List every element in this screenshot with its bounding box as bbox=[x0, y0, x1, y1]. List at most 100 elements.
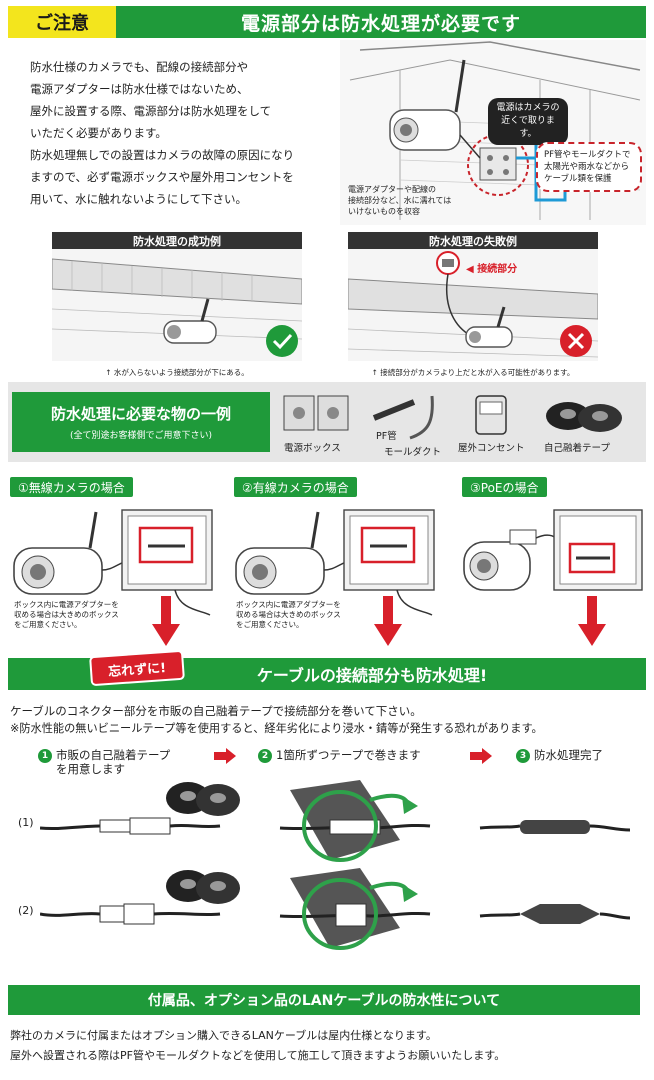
row-2-illustration bbox=[39, 858, 640, 958]
power-box-icon bbox=[283, 395, 349, 431]
item-label: 屋外コンセント bbox=[458, 443, 525, 454]
arrow-left-icon: ◀ bbox=[466, 264, 474, 275]
connector-highlight bbox=[436, 251, 460, 275]
outlet-icon bbox=[475, 395, 507, 435]
item-pf-pipe-duct: PF管 モールダクト bbox=[370, 392, 460, 458]
camera-icon bbox=[465, 306, 513, 348]
step-text: 防水処理完了 bbox=[534, 748, 603, 762]
item-power-box: 電源ボックス bbox=[280, 388, 360, 458]
house-illustration: 電源はカメラの 近くで取ります。 PF管やモールダクトで 太陽光や雨水などから … bbox=[340, 40, 646, 225]
step-3: 3 防水処理完了 bbox=[516, 748, 603, 763]
required-items-subtitle: (全て別途お客様側でご用意下さい) bbox=[69, 431, 213, 441]
lan-section-bar: 付属品、オプション品のLANケーブルの防水性について bbox=[8, 985, 640, 1015]
step-text: 1箇所ずつテープで巻きます bbox=[276, 748, 421, 762]
intro-line: 電源アダプターは防水仕様ではないため、 bbox=[30, 82, 249, 96]
required-items-title: 防水処理に必要な物の一例 bbox=[50, 405, 231, 423]
arrow-down-icon bbox=[578, 596, 606, 646]
intro-line: 防水仕様のカメラでも、配線の接続部分や bbox=[30, 60, 249, 74]
note-line: ボックス内に電源アダプターを bbox=[236, 600, 341, 609]
tape-roll-icon bbox=[546, 402, 622, 432]
note-line: 電源アダプターや配線の bbox=[348, 185, 436, 194]
case-poe-title: ③PoEの場合 bbox=[462, 477, 547, 497]
failure-panel: 防水処理の失敗例 ◀ 接続部分 ↑ 接続部分がカメラより上だと水が入る可能性があ… bbox=[347, 232, 599, 377]
intro-line: 防水処理無しでの設置はカメラの故障の原因になり bbox=[30, 148, 295, 162]
item-label: 電源ボックス bbox=[284, 443, 341, 454]
row-1-illustration bbox=[39, 770, 640, 870]
intro-line: いただく必要があります。 bbox=[30, 126, 167, 140]
row-1-drawing bbox=[39, 780, 631, 862]
success-panel-title: 防水処理の成功例 bbox=[52, 232, 302, 249]
power-box-icon bbox=[553, 509, 643, 591]
page-title: 電源部分は防水処理が必要です bbox=[116, 6, 646, 38]
tape-roll-icon bbox=[166, 870, 240, 904]
note-line: 収める場合は大きめのボックス bbox=[236, 610, 341, 619]
connector-label-text: 接続部分 bbox=[477, 264, 518, 275]
wireless-drawing bbox=[13, 509, 213, 646]
caution-badge: ご注意 bbox=[8, 6, 116, 38]
arrow-right-icon bbox=[214, 748, 236, 764]
power-box-icon bbox=[343, 509, 435, 591]
reminder-title: ケーブルの接続部分も防水処理! bbox=[256, 666, 488, 685]
note-line: をご用意ください。 bbox=[236, 620, 304, 629]
connector-label: ◀ 接続部分 bbox=[466, 260, 517, 275]
note-line: ボックス内に電源アダプターを bbox=[14, 600, 119, 609]
lan-line-2: 屋外へ設置される際はPF管やモールダクトなどを使用して施工して頂きますようお願い… bbox=[10, 1049, 506, 1062]
case-wired-illustration: ボックス内に電源アダプターを 収める場合は大きめのボックス をご用意ください。 bbox=[232, 500, 447, 650]
power-box-icon bbox=[121, 509, 213, 591]
item-label: モールダクト bbox=[384, 447, 442, 458]
power-box-icon bbox=[467, 134, 529, 196]
instruction-line-2: ※防水性能の無いビニールテープ等を使用すると、経年劣化により浸水・錆等が発生する… bbox=[10, 722, 543, 735]
item-outdoor-outlet: 屋外コンセント bbox=[458, 392, 538, 458]
success-panel: 防水処理の成功例 ↑ 水が入らないよう接続部分が下にある。 bbox=[51, 232, 303, 377]
step-text: を用意します bbox=[56, 762, 125, 776]
failure-drawing bbox=[347, 249, 599, 361]
note-line: をご用意ください。 bbox=[14, 620, 82, 629]
arrow-right-icon bbox=[470, 748, 492, 764]
step-2: 2 1箇所ずつテープで巻きます bbox=[258, 748, 421, 763]
callout-pipe-protection: PF管やモールダクトで 太陽光や雨水などから ケーブル類を保護 bbox=[536, 142, 642, 192]
step-number: 3 bbox=[516, 749, 530, 763]
success-drawing bbox=[51, 249, 303, 361]
arrow-down-icon bbox=[152, 596, 180, 646]
item-tape: 自己融着テープ bbox=[540, 392, 640, 458]
case-wired-title: ②有線カメラの場合 bbox=[234, 477, 357, 497]
step-number: 1 bbox=[38, 749, 52, 763]
failure-caption: ↑ 接続部分がカメラより上だと水が入る可能性があります。 bbox=[371, 368, 575, 377]
intro-line: 用いて、水に触れないようにして下さい。 bbox=[30, 192, 248, 206]
intro-text: 防水仕様のカメラでも、配線の接続部分や 電源アダプターは防水仕様ではないため、 … bbox=[30, 56, 330, 210]
row-label-2: (2) bbox=[18, 904, 34, 917]
intro-line: 屋外に設置する際、電源部分は防水処理をして bbox=[30, 104, 272, 118]
camera-icon bbox=[389, 59, 466, 151]
note-box-contents: 電源アダプターや配線の 接続部分など、水に濡れては いけないものを収容 bbox=[348, 184, 488, 217]
callout-line: ケーブル類を保護 bbox=[544, 174, 612, 184]
item-label: PF管 bbox=[376, 431, 397, 442]
camera-icon bbox=[235, 511, 325, 595]
callout-line: 太陽光や雨水などから bbox=[544, 162, 630, 172]
callout-line: 電源はカメラの bbox=[496, 103, 560, 113]
callout-line: 近くで取ります。 bbox=[501, 116, 555, 139]
tape-roll-icon bbox=[166, 782, 240, 816]
wired-drawing bbox=[235, 509, 435, 646]
note-line: いけないものを収容 bbox=[348, 207, 420, 216]
failure-panel-title: 防水処理の失敗例 bbox=[348, 232, 598, 249]
required-items-heading: 防水処理に必要な物の一例 (全て別途お客様側でご用意下さい) bbox=[12, 392, 270, 452]
step-1: 1 市販の自己融着テープ を用意します bbox=[38, 748, 170, 776]
intro-line: ますので、必ず電源ボックスや屋外用コンセントを bbox=[30, 170, 294, 184]
case-wireless-note: ボックス内に電源アダプターを 収める場合は大きめのボックス をご用意ください。 bbox=[14, 600, 119, 630]
tape-wrap-icon bbox=[279, 780, 431, 862]
row-label-1: (1) bbox=[18, 816, 34, 829]
cross-icon bbox=[560, 325, 592, 357]
callout-line: PF管やモールダクトで bbox=[544, 150, 631, 160]
case-wired-note: ボックス内に電源アダプターを 収める場合は大きめのボックス をご用意ください。 bbox=[236, 600, 341, 630]
step-number: 2 bbox=[258, 749, 272, 763]
lan-line-1: 弊社のカメラに付属またはオプション購入できるLANケーブルは屋内仕様となります。 bbox=[10, 1029, 437, 1042]
camera-icon bbox=[163, 298, 217, 344]
camera-icon bbox=[463, 529, 537, 591]
item-label: 自己融着テープ bbox=[544, 443, 610, 454]
success-caption: ↑ 水が入らないよう接続部分が下にある。 bbox=[105, 368, 249, 377]
duct-icon bbox=[372, 395, 434, 440]
case-wireless-title: ①無線カメラの場合 bbox=[10, 477, 133, 497]
arrow-down-icon bbox=[374, 596, 402, 646]
callout-power-near-camera: 電源はカメラの 近くで取ります。 bbox=[488, 98, 568, 145]
case-poe-illustration bbox=[458, 500, 648, 650]
